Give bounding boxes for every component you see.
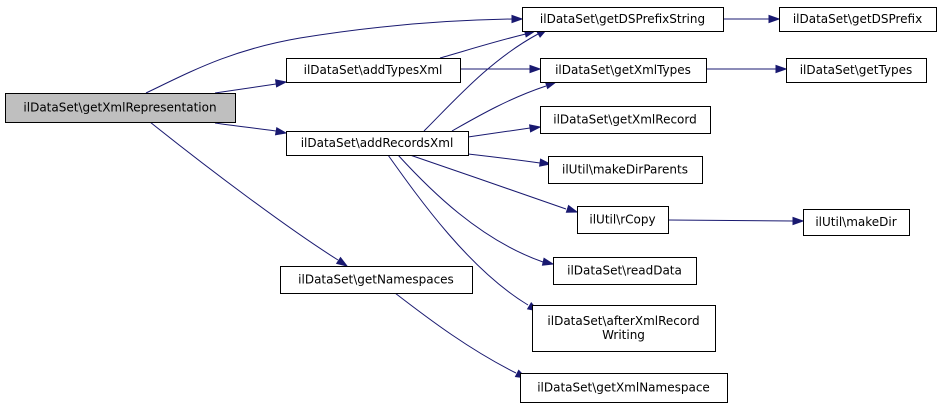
node-label: ilDataSet\getNamespaces [298,273,454,287]
arrowhead-addRecordsXml-to-readData [541,257,555,266]
node-label: ilDataSet\getDSPrefix [793,12,922,26]
node-box [540,106,711,134]
node-box [286,131,469,156]
arrowhead-getXmlRepresentation-to-addRecordsXml [274,127,288,136]
node-box [280,266,473,294]
node-label: Writing [602,328,645,342]
node-label: ilDataSet\getXmlRecord [553,113,696,127]
arrowhead-addRecordsXml-to-rCopy [565,204,579,213]
edge-addRecordsXml-to-makeDirParents [467,153,541,164]
edge-addRecordsXml-to-getXmlRecord [467,127,531,138]
node-label: ilDataSet\getXmlNamespace [537,381,710,395]
node-label: ilDataSet\addTypesXml [304,63,443,77]
node-getXmlNamespace[interactable]: ilDataSet\getXmlNamespace [520,373,728,403]
arrowhead-addTypesXml-to-getXmlTypes [529,64,542,74]
node-makeDir[interactable]: ilUtil\makeDir [803,209,910,236]
edge-addRecordsXml-to-readData [397,154,544,263]
node-makeDirParents[interactable]: ilUtil\makeDirParents [548,156,703,184]
arrowhead-addRecordsXml-to-makeDirParents [539,158,552,167]
node-getDSPrefixString[interactable]: ilDataSet\getDSPrefixString [522,7,724,32]
node-readData[interactable]: ilDataSet\readData [553,257,697,285]
node-box [5,93,236,123]
arrowhead-getXmlRepresentation-to-getNamespaces [335,256,349,267]
node-box [286,58,461,83]
edge-addRecordsXml-to-afterXmlRecordWriting [387,154,529,306]
arrowhead-getXmlRepresentation-to-addTypesXml [275,79,288,88]
node-box [522,7,724,32]
node-box [520,373,728,403]
node-box [779,7,937,32]
edge-getXmlRepresentation-to-getNamespaces [149,121,339,261]
node-getXmlTypes[interactable]: ilDataSet\getXmlTypes [540,58,707,83]
node-label: ilDataSet\afterXmlRecord [547,314,699,328]
node-label: ilDataSet\addRecordsXml [301,136,454,150]
node-addTypesXml[interactable]: ilDataSet\addTypesXml [286,58,461,83]
node-box [786,58,927,83]
node-box [540,58,707,83]
node-label: ilUtil\makeDirParents [562,163,688,177]
arrowhead-addRecordsXml-to-getXmlRecord [529,124,542,133]
node-label: ilDataSet\getXmlTypes [555,63,691,77]
node-getXmlRepresentation[interactable]: ilDataSet\getXmlRepresentation [5,93,236,123]
edge-rCopy-to-makeDir [667,219,794,222]
node-box [553,257,697,285]
nodes-layer: ilDataSet\getXmlRepresentation ilDataSet\… [5,7,937,403]
node-label: ilDataSet\getTypes [800,63,913,77]
node-box [577,206,669,234]
edge-getXmlRepresentation-to-getDSPrefixString [145,18,513,94]
edge-addRecordsXml-to-getXmlTypes [451,85,547,132]
arrowhead-getXmlRepresentation-to-getDSPrefixString [511,14,524,24]
node-label: ilUtil\rCopy [589,213,655,227]
edge-addRecordsXml-to-getDSPrefixString [423,33,539,132]
node-label: ilDataSet\getDSPrefixString [540,12,705,26]
edge-getXmlRepresentation-to-addTypesXml [214,83,277,94]
edge-getXmlRepresentation-to-addRecordsXml [214,122,277,132]
node-box [548,156,703,184]
node-label: ilDataSet\readData [567,264,682,278]
arrowhead-getDSPrefixString-to-getDSPrefix [768,14,781,24]
node-box [803,209,910,236]
arrowhead-rCopy-to-makeDir [792,216,805,226]
node-getDSPrefix[interactable]: ilDataSet\getDSPrefix [779,7,937,32]
edge-addTypesXml-to-getDSPrefixString [439,33,527,59]
node-getTypes[interactable]: ilDataSet\getTypes [786,58,927,83]
node-label: ilUtil\makeDir [815,215,896,229]
node-addRecordsXml[interactable]: ilDataSet\addRecordsXml [286,131,469,156]
edges-layer [145,14,805,379]
node-box [532,305,716,352]
edge-getNamespaces-to-getXmlNamespace [394,292,517,374]
node-getXmlRecord[interactable]: ilDataSet\getXmlRecord [540,106,711,134]
node-getNamespaces[interactable]: ilDataSet\getNamespaces [280,266,473,294]
node-rCopy[interactable]: ilUtil\rCopy [577,206,669,234]
node-label: ilDataSet\getXmlRepresentation [23,101,216,115]
arrowhead-getXmlTypes-to-getTypes [775,64,788,74]
edge-addRecordsXml-to-rCopy [409,154,567,210]
